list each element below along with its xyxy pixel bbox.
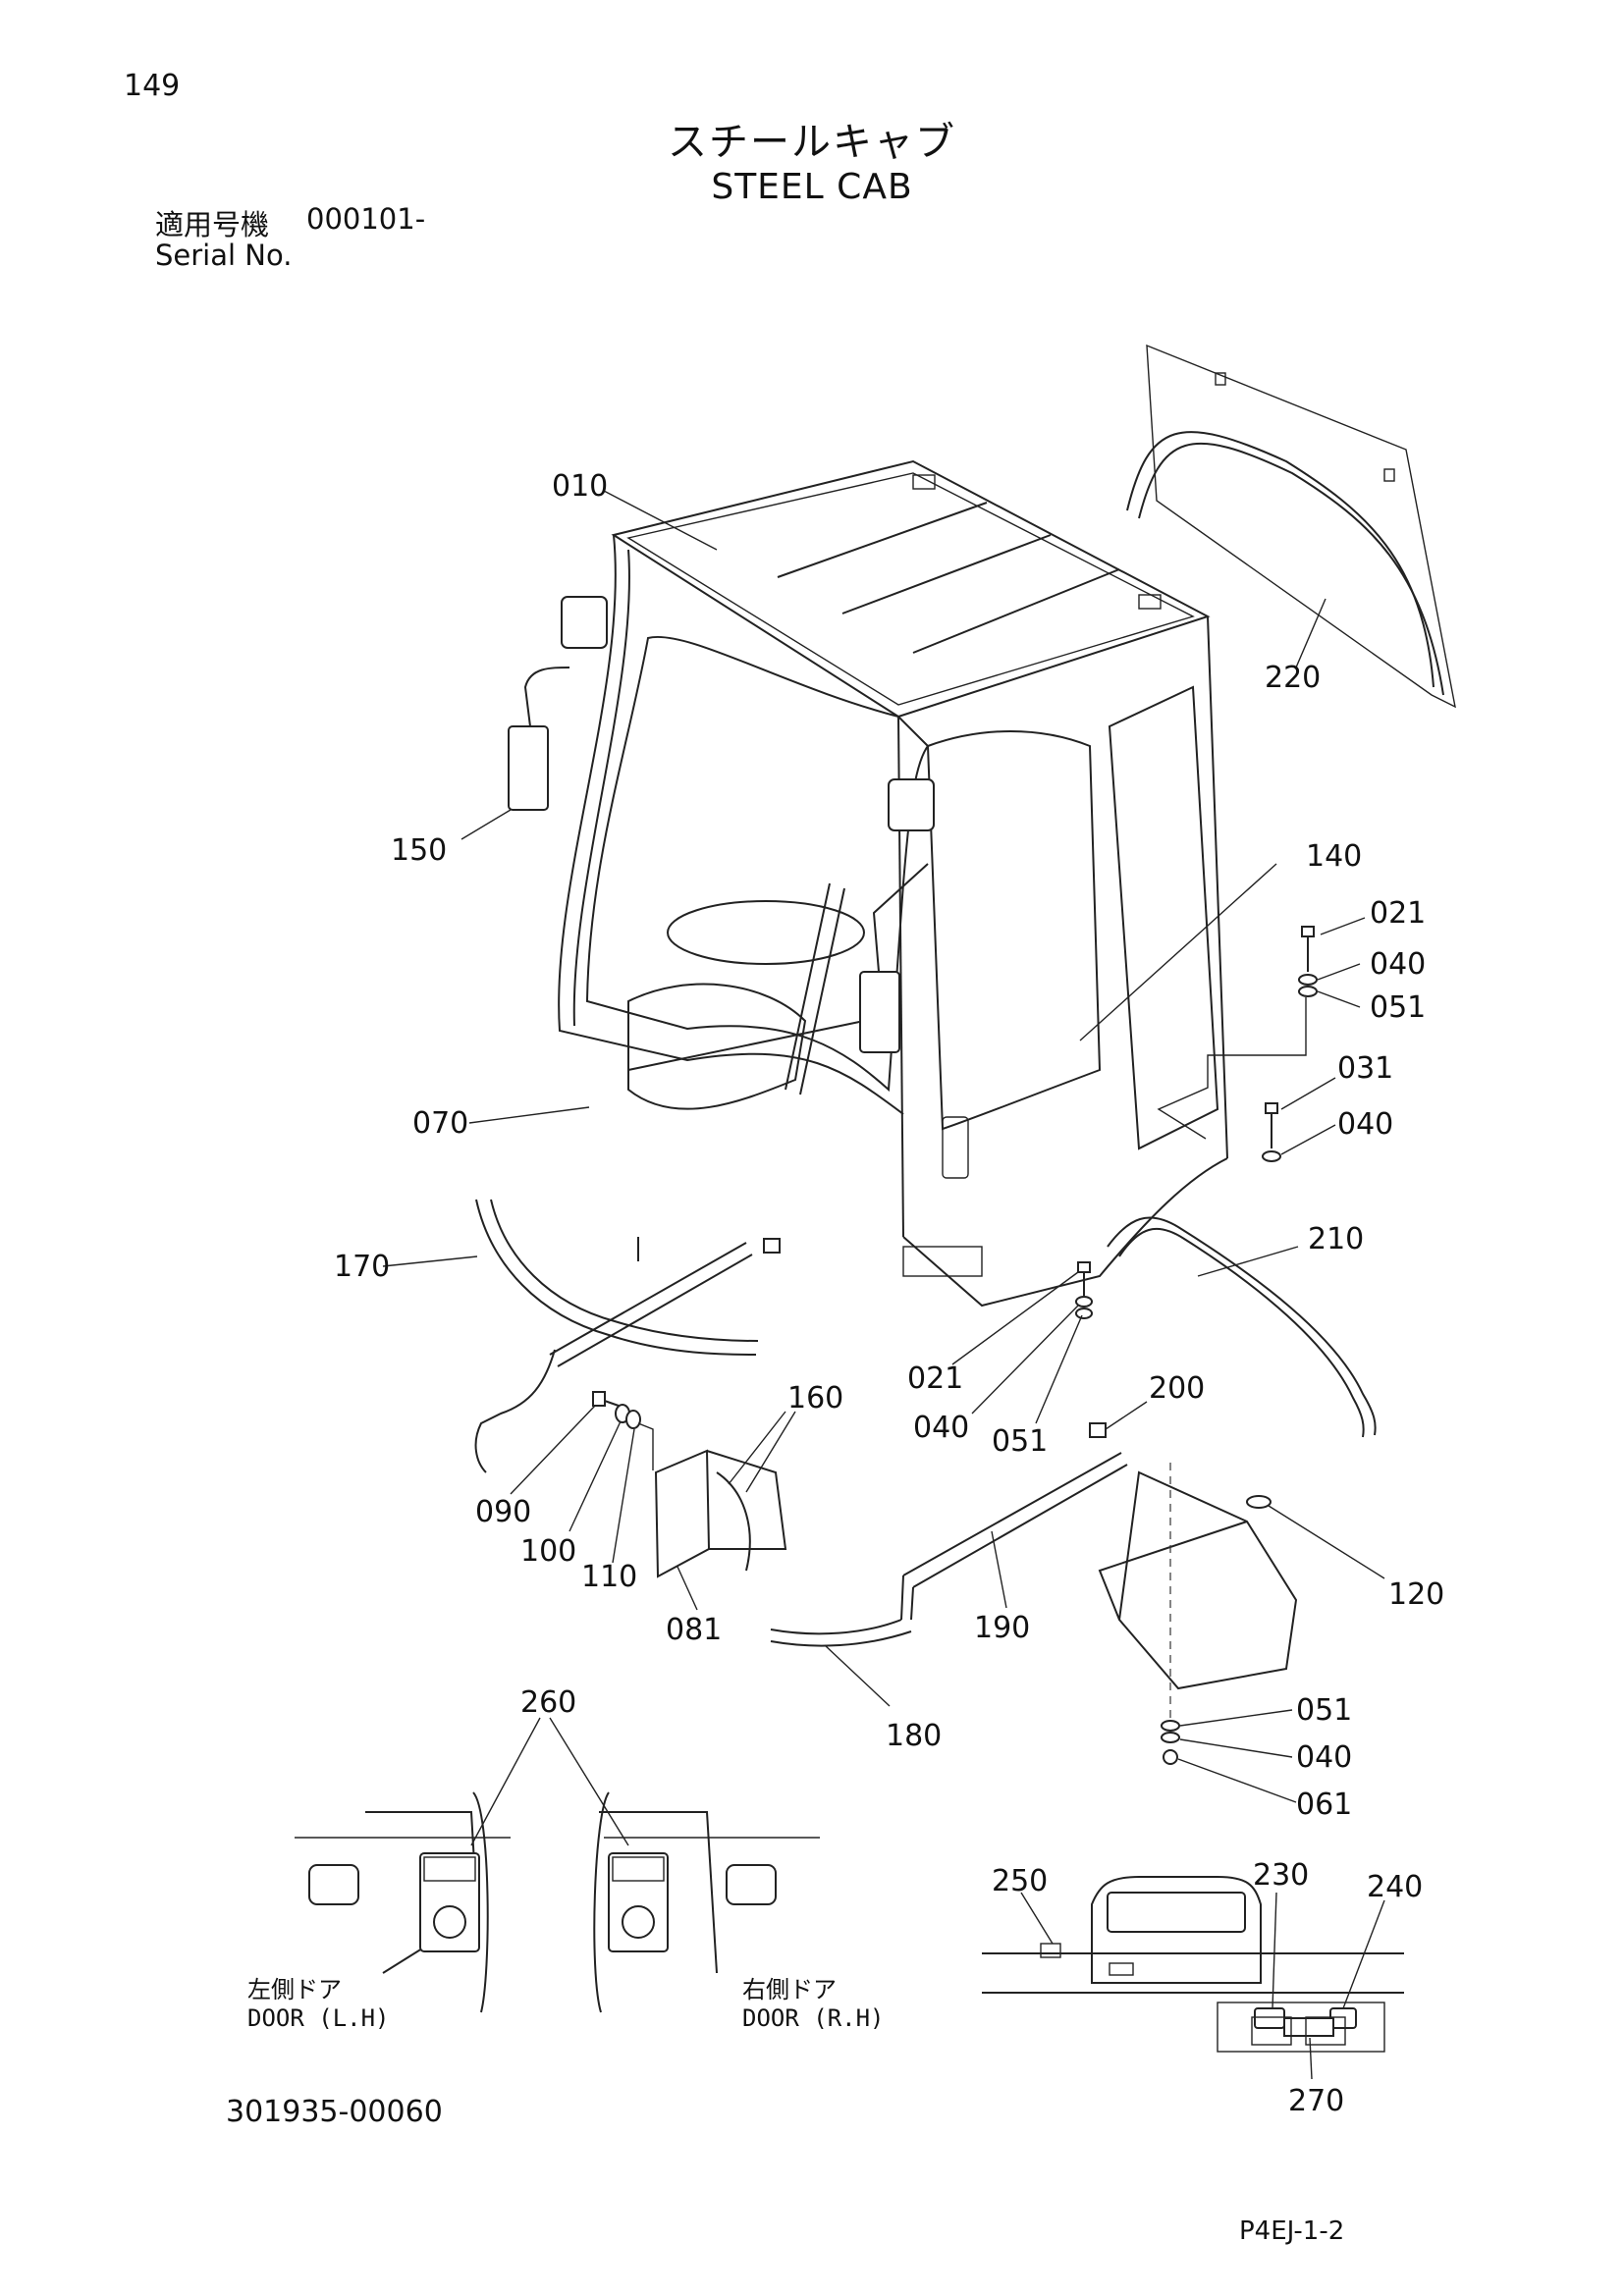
serial-label-english: Serial No. — [155, 239, 293, 272]
door-rh-label-japanese: 右側ドア — [742, 1976, 837, 2003]
weatherstrip-parts — [474, 1199, 1377, 1647]
bolt-washer-set-upper — [1157, 926, 1318, 1162]
leader-lines — [382, 490, 1385, 2080]
callout-230: 230 — [1253, 1858, 1309, 1893]
callout-150: 150 — [391, 833, 447, 868]
callout-070: 070 — [412, 1106, 468, 1141]
callout-081: 081 — [666, 1613, 722, 1647]
door-detail-left — [295, 1791, 511, 2013]
callout-040-lower: 040 — [913, 1411, 969, 1445]
floor-plate — [1098, 1463, 1298, 1765]
callout-031: 031 — [1337, 1051, 1393, 1086]
callout-270: 270 — [1288, 2084, 1344, 2118]
callout-200: 200 — [1149, 1371, 1205, 1406]
serial-label-japanese: 適用号機 — [155, 208, 270, 241]
callout-140: 140 — [1306, 839, 1362, 874]
callout-250: 250 — [992, 1864, 1048, 1898]
page-code: P4EJ-1-2 — [1239, 2216, 1345, 2246]
callout-220: 220 — [1265, 661, 1321, 695]
callout-021-upper: 021 — [1370, 896, 1426, 931]
callout-040-upper: 040 — [1370, 947, 1426, 982]
cab-body — [508, 459, 1228, 1308]
serial-number-value: 000101- — [306, 202, 426, 236]
callout-labels: 010 220 150 140 021 040 051 031 040 070 … — [334, 469, 1444, 2118]
callout-160: 160 — [787, 1381, 843, 1415]
instrument-panel-detail — [982, 1876, 1404, 2053]
callout-240: 240 — [1367, 1870, 1423, 1904]
callout-260: 260 — [520, 1685, 576, 1720]
callout-051-upper: 051 — [1370, 990, 1426, 1025]
callout-210: 210 — [1308, 1222, 1364, 1256]
callout-061: 061 — [1296, 1788, 1352, 1822]
door-rh-label-english: DOOR (R.H) — [742, 2004, 885, 2032]
door-lh-label-english: DOOR (L.H) — [247, 2004, 390, 2032]
door-lh-label-japanese: 左側ドア — [247, 1976, 342, 2003]
callout-040-mid: 040 — [1337, 1107, 1393, 1142]
callout-051-lower: 051 — [992, 1424, 1048, 1459]
callout-040-floor: 040 — [1296, 1740, 1352, 1775]
callout-010: 010 — [552, 469, 608, 504]
callout-170: 170 — [334, 1250, 390, 1284]
door-detail-right — [593, 1791, 820, 2013]
drawing-number: 301935-00060 — [226, 2095, 443, 2129]
page-title-japanese: スチールキャブ — [668, 120, 956, 165]
callout-120: 120 — [1388, 1577, 1444, 1612]
callout-180: 180 — [886, 1719, 942, 1753]
callout-190: 190 — [974, 1611, 1030, 1645]
bracket-assembly — [592, 1391, 787, 1578]
callout-021-lower: 021 — [907, 1362, 963, 1396]
callout-051-floor: 051 — [1296, 1693, 1352, 1728]
callout-110: 110 — [581, 1560, 637, 1594]
page-title-english: STEEL CAB — [711, 167, 913, 207]
callout-100: 100 — [520, 1534, 576, 1569]
rear-window-panel — [1126, 344, 1456, 709]
callout-090: 090 — [475, 1495, 531, 1529]
page-number: 149 — [124, 69, 181, 103]
